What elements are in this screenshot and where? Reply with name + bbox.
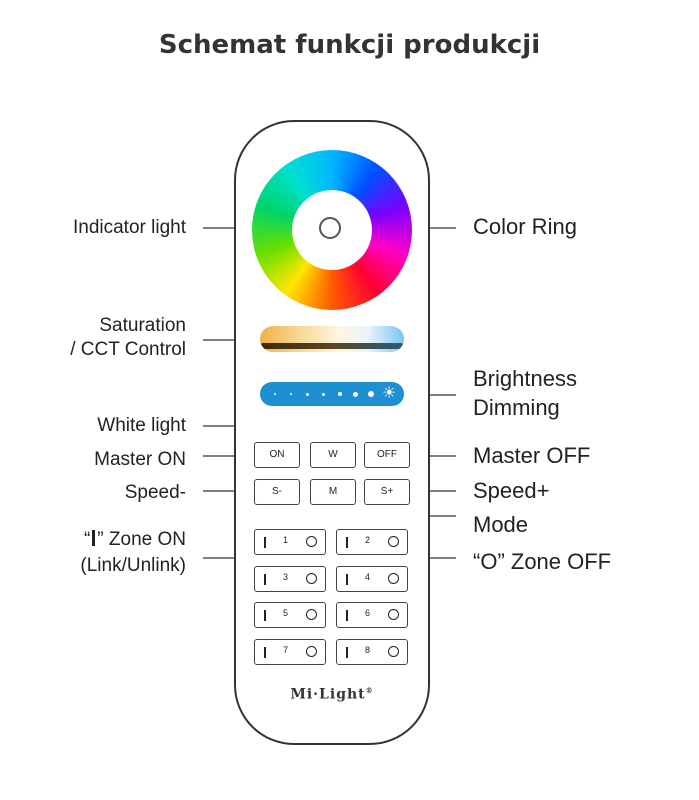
zone-on-icon: [346, 537, 348, 548]
zone-on-icon: [346, 574, 348, 585]
label-color-ring: Color Ring: [473, 214, 577, 239]
label-speed-minus: Speed-: [124, 482, 186, 503]
white-button[interactable]: W: [310, 442, 356, 468]
speed-minus-button[interactable]: S-: [254, 479, 300, 505]
zone-3-button[interactable]: 3: [254, 566, 326, 592]
zone-off-icon: [388, 646, 399, 657]
zone-off-icon: [306, 646, 317, 657]
zone-on-icon: [264, 537, 266, 548]
label-master-off: Master OFF: [473, 443, 591, 468]
saturation-cct-slider[interactable]: [260, 326, 404, 352]
label-zone-on-line2: (Link/Unlink): [80, 555, 186, 576]
zone-on-icon: [264, 574, 266, 585]
label-indicator-light: Indicator light: [72, 217, 186, 238]
label-saturation-line1: Saturation: [99, 315, 186, 336]
zone-on-icon: [346, 610, 348, 621]
label-zone-on: “” Zone ON: [83, 529, 186, 550]
label-speed-plus: Speed+: [473, 478, 550, 503]
brightness-slider[interactable]: ☀: [260, 382, 404, 406]
zone-off-icon: [388, 609, 399, 620]
zone-5-button[interactable]: 5: [254, 602, 326, 628]
zone-7-button[interactable]: 7: [254, 639, 326, 665]
label-zone-off: “O” Zone OFF: [473, 549, 612, 574]
indicator-light: [319, 217, 341, 239]
label-brightness-line1: Brightness: [473, 366, 577, 391]
sun-icon: ☀: [382, 385, 397, 402]
master-on-button[interactable]: ON: [254, 442, 300, 468]
label-brightness-line2: Dimming: [473, 395, 560, 420]
zone-8-button[interactable]: 8: [336, 639, 408, 665]
master-off-button[interactable]: OFF: [364, 442, 410, 468]
label-saturation-line2: / CCT Control: [70, 339, 186, 360]
zone-off-icon: [306, 536, 317, 547]
brand-logo: Mi·Light®: [290, 686, 374, 703]
zone-1-button[interactable]: 1: [254, 529, 326, 555]
label-master-on: Master ON: [94, 449, 186, 470]
zone-6-button[interactable]: 6: [336, 602, 408, 628]
label-mode: Mode: [473, 512, 529, 537]
zone-on-icon: [264, 647, 266, 658]
zone-4-button[interactable]: 4: [336, 566, 408, 592]
zone-on-bar-icon: [92, 530, 96, 546]
page-title: Schemat funkcji produkcji: [158, 30, 541, 60]
zone-off-icon: [388, 536, 399, 547]
zone-on-icon: [346, 647, 348, 658]
zone-off-icon: [306, 573, 317, 584]
mode-button[interactable]: M: [310, 479, 356, 505]
zone-2-button[interactable]: 2: [336, 529, 408, 555]
zone-off-icon: [306, 609, 317, 620]
label-white-light: White light: [97, 415, 186, 436]
speed-plus-button[interactable]: S+: [364, 479, 410, 505]
zone-off-icon: [388, 573, 399, 584]
zone-on-icon: [264, 610, 266, 621]
